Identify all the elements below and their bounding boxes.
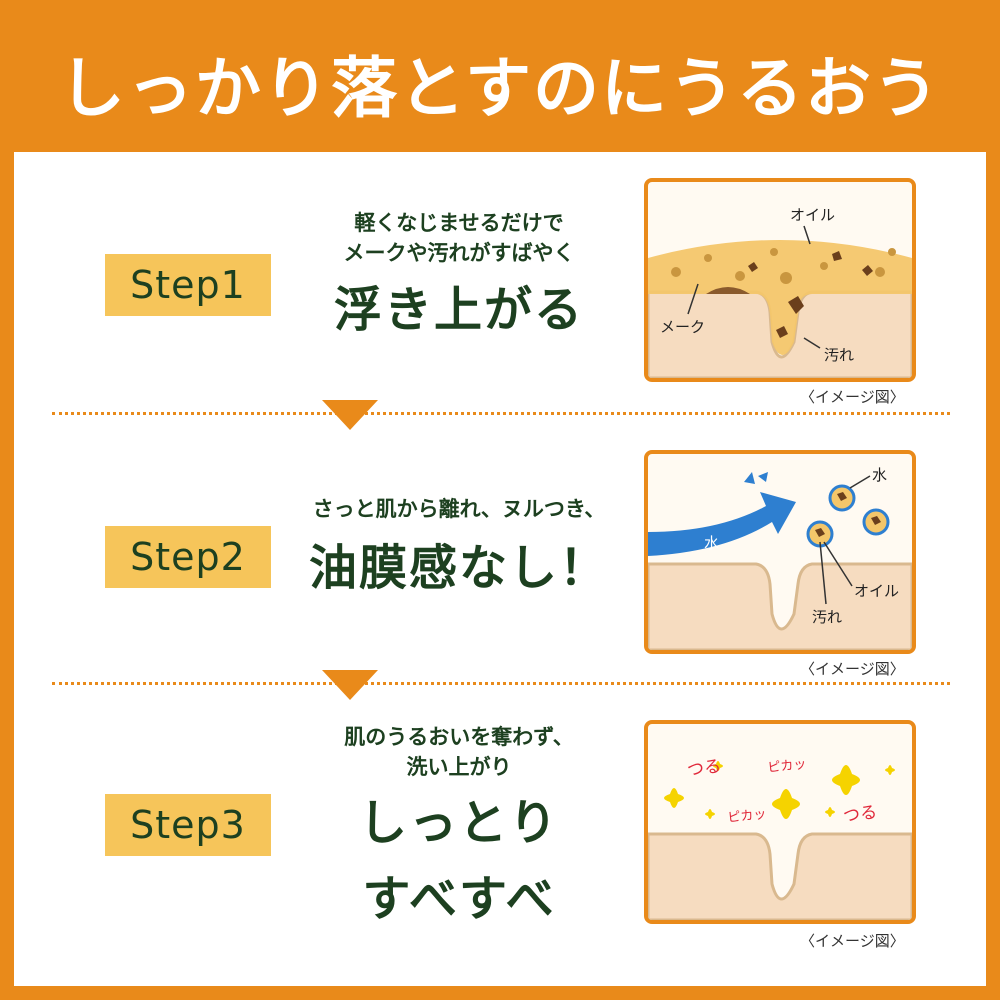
step-2-badge: Step2 <box>105 526 271 588</box>
step-3-tsuru-label-1: つる <box>686 756 722 781</box>
step-3: Step3 肌のうるおいを奪わず、 洗い上がり しっとり すべすべ <box>14 712 986 952</box>
step-2-sub-line-1: さっと肌から離れ、ヌルつき、 <box>312 497 606 521</box>
step-3-pika-label-1: ピカッ <box>767 757 807 776</box>
step-3-sub-line-1: 肌のうるおいを奪わず、 <box>344 725 574 749</box>
divider-1 <box>52 412 950 415</box>
step-1-illustration: オイル メーク 汚れ <box>644 178 916 382</box>
step-3-sub-line-2: 洗い上がり <box>406 755 512 779</box>
sparkle-icon <box>825 807 835 817</box>
step-1-text: 軽くなじませるだけで メークや汚れがすばやく 浮き上がる <box>284 208 634 340</box>
step-1-sub-line-1: 軽くなじませるだけで <box>354 211 564 235</box>
step-3-main-line-1: しっとり <box>358 795 559 851</box>
step-2-text: さっと肌から離れ、ヌルつき、 油膜感なし！ <box>284 494 634 598</box>
sparkle-icon <box>713 761 723 771</box>
step-1: Step1 軽くなじませるだけで メークや汚れがすばやく 浮き上がる <box>14 170 986 410</box>
sparkle-icon <box>832 765 860 795</box>
step-2-dirt-label: 汚れ <box>812 608 842 626</box>
step-3-badge: Step3 <box>105 794 271 856</box>
step-3-text: 肌のうるおいを奪わず、 洗い上がり しっとり すべすべ <box>284 722 634 934</box>
step-3-pika-label-2: ピカッ <box>727 807 767 826</box>
step-1-main: 浮き上がる <box>333 282 584 338</box>
step-3-caption: 〈イメージ図〉 <box>800 932 905 950</box>
divider-2 <box>52 682 950 685</box>
page-title: しっかり落とすのにうるおう <box>58 50 942 127</box>
content-panel: Step1 軽くなじませるだけで メークや汚れがすばやく 浮き上がる <box>14 152 986 986</box>
step-1-badge: Step1 <box>105 254 271 316</box>
sparkle-icon <box>705 809 715 819</box>
step-2: Step2 さっと肌から離れ、ヌルつき、 油膜感なし！ 水 <box>14 442 986 682</box>
step-2-illustration: 水 水 オイル 汚れ <box>644 450 916 654</box>
step-2-main: 油膜感なし！ <box>308 540 609 596</box>
down-arrow-icon <box>322 670 378 700</box>
step-1-oil-label: オイル <box>790 206 835 224</box>
step-2-water-arrow-label: 水 <box>704 534 719 552</box>
step-1-makeup-label: メーク <box>660 318 705 336</box>
step-2-oil-label: オイル <box>854 582 899 600</box>
sparkle-icon <box>772 789 800 819</box>
step-1-caption: 〈イメージ図〉 <box>800 388 905 406</box>
step-2-water-label: 水 <box>872 466 887 484</box>
step-3-main-line-2: すべすべ <box>362 871 556 927</box>
down-arrow-icon <box>322 400 378 430</box>
step-1-sub-line-2: メークや汚れがすばやく <box>343 241 575 265</box>
step-3-illustration: つる ピカッ ピカッ つる <box>644 720 916 924</box>
title-banner: しっかり落とすのにうるおう <box>14 14 986 152</box>
step-1-dirt-label: 汚れ <box>824 346 854 364</box>
step-2-caption: 〈イメージ図〉 <box>800 660 905 678</box>
sparkle-icon <box>885 765 895 775</box>
step-3-tsuru-label-2: つる <box>842 802 878 827</box>
sparkle-icon <box>664 788 684 808</box>
